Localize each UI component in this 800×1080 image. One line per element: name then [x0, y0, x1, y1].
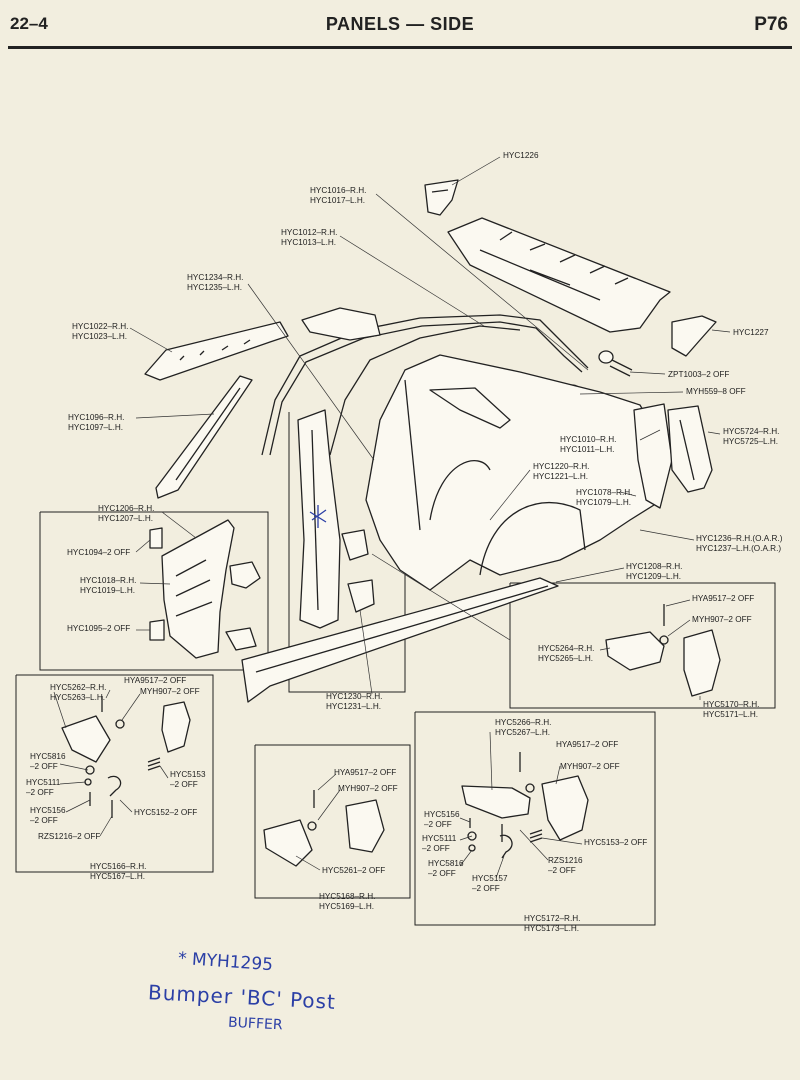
label-hyc1016: HYC1016–R.H.HYC1017–L.H.	[310, 186, 367, 205]
label-myh559: MYH559–8 OFF	[686, 387, 746, 396]
header-rule	[8, 46, 792, 49]
label-myh907-left: MYH907–2 OFF	[140, 687, 200, 696]
box-lower-right-striker	[414, 711, 656, 926]
part-hyc1096-pillar	[155, 375, 253, 499]
label-hyc1022: HYC1022–R.H.HYC1023–L.H.	[72, 322, 129, 341]
label-hyc1012: HYC1012–R.H.HYC1013–L.H.	[281, 228, 338, 247]
label-hyc5261: HYC5261–2 OFF	[322, 866, 386, 875]
part-hyc1094-clip	[149, 527, 163, 549]
part-drip-rail	[301, 307, 381, 341]
label-hyc1236: HYC1236–R.H.(O.A.R.)HYC1237–L.H.(O.A.R.)	[696, 534, 783, 553]
part-hyc1227-bracket	[671, 315, 717, 357]
label-myh907-middle: MYH907–2 OFF	[338, 784, 398, 793]
label-hyc5111-right: HYC5111–2 OFF	[422, 834, 457, 853]
label-hyc5111-left: HYC5111–2 OFF	[26, 778, 61, 797]
part-striker-trim-upper	[229, 561, 261, 589]
leader-lines	[53, 156, 731, 879]
page-title: PANELS — SIDE	[325, 14, 475, 34]
label-rzs1216-right: RZS1216–2 OFF	[548, 856, 583, 875]
label-hyc5156-right: HYC5156–2 OFF	[424, 810, 460, 829]
part-hyc1226-bracket	[424, 179, 459, 216]
part-hyc5724-panel	[667, 405, 713, 493]
label-hyc5166: HYC5166–R.H.HYC5167–L.H.	[90, 862, 147, 881]
label-hyc1234: HYC1234–R.H.HYC1235–L.H.	[187, 273, 244, 292]
section-number: 22–4	[10, 14, 48, 33]
label-hyc5153-left: HYC5153–2 OFF	[170, 770, 206, 789]
handwritten-word: BUFFER	[227, 1014, 283, 1034]
box-middle-striker	[254, 744, 411, 899]
label-myh907-lower-right: MYH907–2 OFF	[560, 762, 620, 771]
label-hya9517-left: HYA9517–2 OFF	[124, 676, 187, 685]
label-myh907-right: MYH907–2 OFF	[692, 615, 752, 624]
box-left-striker	[15, 674, 214, 873]
part-left-striker-set	[61, 696, 191, 818]
label-hyc1096: HYC1096–R.H.HYC1097–L.H.	[68, 413, 125, 432]
part-roof-rails	[261, 314, 589, 456]
label-hyc1078: HYC1078–R.H.HYC1079–L.H.	[576, 488, 633, 507]
part-lower-right-striker-set	[461, 752, 589, 859]
label-hyc5816-right: HYC5816–2 OFF	[428, 859, 464, 878]
part-hyc1018-trim	[161, 519, 235, 659]
label-hyc5170: HYC5170–R.H.HYC5171–L.H.	[703, 700, 760, 719]
label-hya9517-lower-right: HYA9517–2 OFF	[556, 740, 619, 749]
label-hyc5262: HYC5262–R.H.HYC5263–L.H.	[50, 683, 107, 702]
label-hyc5266: HYC5266–R.H.HYC5267–L.H.	[495, 718, 552, 737]
label-hyc1208: HYC1208–R.H.HYC1209–L.H.	[626, 562, 683, 581]
label-hyc5168: HYC5168–R.H.HYC5169–L.H.	[319, 892, 376, 911]
part-zpt1003-bolt	[598, 350, 633, 377]
part-hyc1022-rail	[144, 321, 289, 381]
label-hya9517-middle: HYA9517–2 OFF	[334, 768, 397, 777]
label-hyc1018: HYC1018–R.H.HYC1019–L.H.	[80, 576, 137, 595]
part-hinge-brackets	[341, 529, 375, 613]
label-hyc1220: HYC1220–R.H.HYC1221–L.H.	[533, 462, 590, 481]
part-hyc1095-clip	[149, 619, 165, 641]
label-hyc5724: HYC5724–R.H.HYC5725–L.H.	[723, 427, 780, 446]
label-zpt1003: ZPT1003–2 OFF	[668, 370, 730, 379]
part-sill-panel	[241, 577, 559, 703]
label-rzs1216-left: RZS1216–2 OFF	[38, 832, 101, 841]
label-hyc1094: HYC1094–2 OFF	[67, 548, 131, 557]
label-hyc1095: HYC1095–2 OFF	[67, 624, 131, 633]
label-hyc1226: HYC1226	[503, 151, 539, 160]
part-striker-trim-lower	[225, 627, 257, 651]
label-hyc1010: HYC1010–R.H.HYC1011–L.H.	[560, 435, 617, 454]
page-reference: P76	[754, 14, 788, 35]
part-hyc1010-inner-panel	[633, 403, 673, 509]
part-middle-striker-set	[263, 790, 385, 867]
label-hyc5156-left: HYC5156–2 OFF	[30, 806, 66, 825]
label-hyc1227: HYC1227	[733, 328, 769, 337]
label-hyc5152: HYC5152–2 OFF	[134, 808, 198, 817]
label-hyc5816-left: HYC5816–2 OFF	[30, 752, 66, 771]
label-hyc5264: HYC5264–R.H.HYC5265–L.H.	[538, 644, 595, 663]
box-right-striker	[509, 582, 776, 709]
label-hyc1230: HYC1230–R.H.HYC1231–L.H.	[326, 692, 383, 711]
part-parcel-shelf	[447, 217, 671, 333]
label-hyc1206: HYC1206–R.H.HYC1207–L.H.	[98, 504, 155, 523]
part-b-pillar	[297, 409, 341, 629]
label-hyc5153-right: HYC5153–2 OFF	[584, 838, 648, 847]
part-right-striker-set	[605, 604, 721, 697]
label-hya9517-right: HYA9517–2 OFF	[692, 594, 755, 603]
part-quarter-panel	[365, 354, 663, 591]
label-hyc5172: HYC5172–R.H.HYC5173–L.H.	[524, 914, 581, 933]
label-hyc5157: HYC5157–2 OFF	[472, 874, 508, 893]
